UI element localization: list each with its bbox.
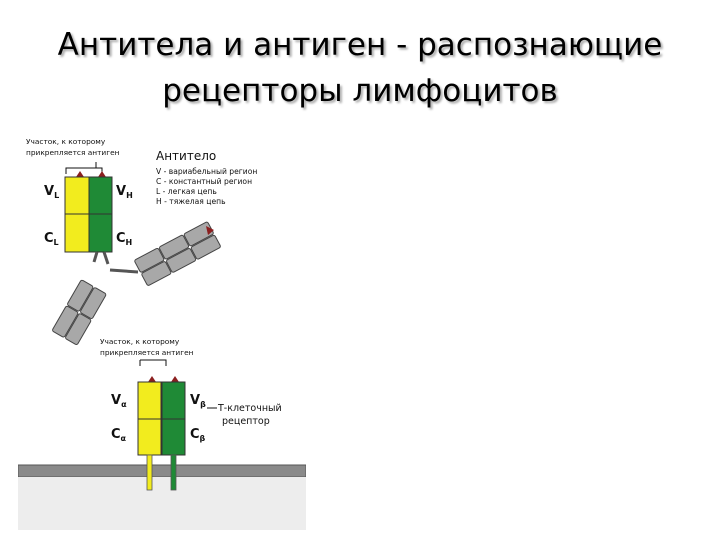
tcr-v-beta-domain bbox=[161, 381, 186, 420]
label-vl: VL bbox=[44, 184, 59, 200]
tcr-site-bracket-top bbox=[140, 359, 167, 366]
legend-item-h: H - тяжелая цепь bbox=[156, 197, 226, 206]
hinge-connector-1 bbox=[92, 251, 99, 263]
antibody-vh-domain bbox=[88, 176, 113, 215]
gray-domain bbox=[166, 248, 197, 273]
legend-item-v: V - вариабельный регион bbox=[156, 167, 257, 176]
antibody-title: Антитело bbox=[156, 149, 216, 163]
title-line-2: рецепторы лимфоцитов bbox=[162, 73, 558, 109]
cell-interior bbox=[18, 477, 306, 530]
label-v-beta: Vβ bbox=[190, 393, 206, 409]
antibody-cl-domain bbox=[64, 213, 90, 253]
gray-domain bbox=[183, 221, 214, 247]
tcr-c-beta-domain bbox=[161, 418, 186, 456]
gray-domain bbox=[67, 279, 94, 312]
legend-item-c: C - константный регион bbox=[156, 177, 252, 186]
tcr-c-alpha-domain bbox=[137, 418, 162, 456]
antibody-antigen-site-1 bbox=[76, 171, 84, 177]
tcr-alpha-tail bbox=[146, 454, 153, 491]
cell-membrane bbox=[18, 464, 306, 478]
title-line-1: Антитела и антиген - распознающие bbox=[57, 27, 663, 63]
tcr-beta-tail bbox=[170, 454, 177, 491]
label-cl: CL bbox=[44, 231, 59, 247]
tcr-antigen-site-1 bbox=[148, 376, 156, 382]
label-vh: VH bbox=[116, 184, 133, 200]
tcr-antigen-site-2 bbox=[171, 376, 179, 382]
antibody-stem bbox=[52, 279, 107, 345]
antibody-site-bracket-left bbox=[65, 162, 97, 174]
label-v-alpha: Vα bbox=[111, 393, 127, 409]
antibody-vl-domain bbox=[64, 176, 90, 215]
gray-domain bbox=[52, 305, 79, 338]
label-c-beta: Cβ bbox=[190, 427, 206, 443]
antibody-right-arm bbox=[134, 221, 221, 286]
legend-item-l: L - легкая цепь bbox=[156, 187, 217, 196]
tcr-v-alpha-domain bbox=[137, 381, 162, 420]
gray-domain bbox=[190, 234, 221, 260]
antibody-site-caption-2: прикрепляется антиген bbox=[26, 148, 120, 157]
tcr-name-line-2: рецептор bbox=[222, 416, 270, 427]
antibody-site-caption-1: Участок, к которому bbox=[26, 137, 106, 146]
antibody-arm-tip bbox=[206, 226, 214, 235]
gray-domain bbox=[159, 234, 190, 260]
gray-domain bbox=[65, 313, 92, 345]
label-c-alpha: Cα bbox=[111, 427, 127, 443]
slide-title: Антитела и антиген - распознающие рецепт… bbox=[0, 22, 720, 114]
gray-domain bbox=[80, 287, 107, 319]
gray-domain bbox=[134, 247, 165, 273]
tcr-name-line-1: Т-клеточный bbox=[217, 403, 282, 414]
receptor-diagram: Участок, к которому прикрепляется антиге… bbox=[18, 132, 306, 530]
receptor-diagram-svg: Участок, к которому прикрепляется антиге… bbox=[18, 132, 306, 530]
tcr-site-caption-2: прикрепляется антиген bbox=[100, 348, 194, 357]
antibody-antigen-site-2 bbox=[98, 171, 106, 177]
hinge-connector-3 bbox=[109, 268, 139, 274]
tcr-site-caption-1: Участок, к которому bbox=[100, 337, 180, 346]
antibody-ch-domain bbox=[88, 213, 113, 253]
label-ch: CH bbox=[116, 231, 132, 247]
gray-domain bbox=[141, 261, 172, 286]
hinge-connector-2 bbox=[102, 251, 110, 265]
